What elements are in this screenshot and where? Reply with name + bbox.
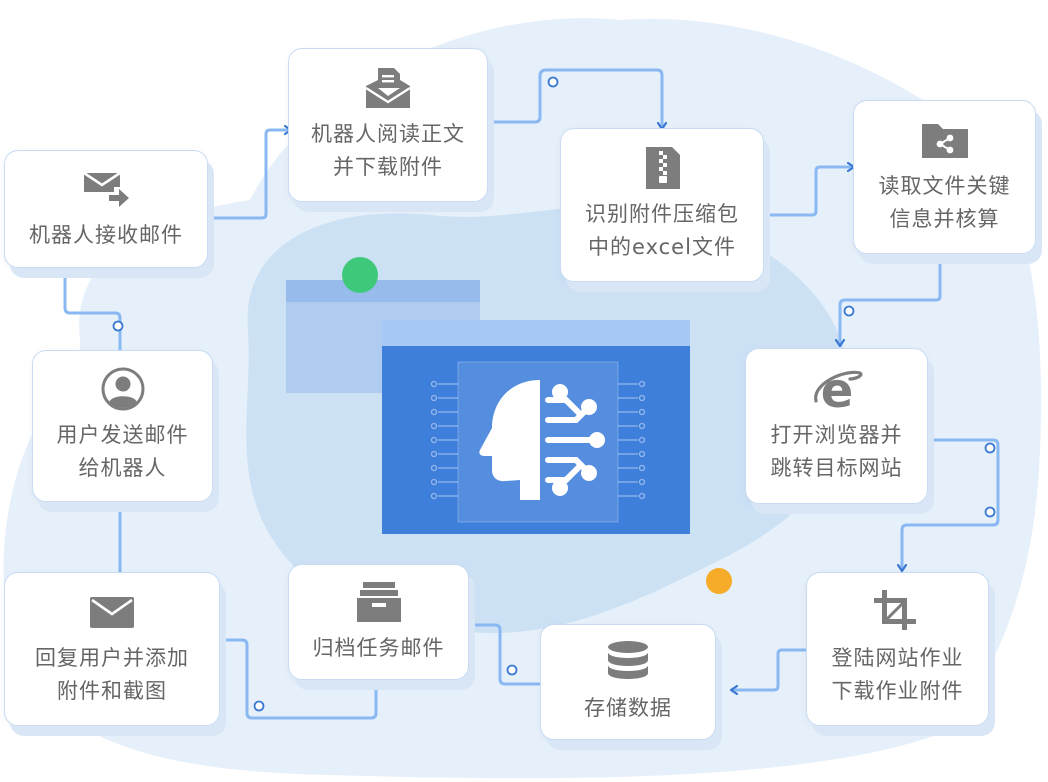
step-label: 用户发送邮件给机器人	[56, 423, 189, 480]
zip-file-icon	[635, 146, 689, 190]
step-label: 机器人接收邮件	[29, 222, 183, 247]
step-label: 存储数据	[584, 695, 672, 720]
step-label: 归档任务邮件	[312, 635, 445, 660]
step-archive: 归档任务邮件	[288, 564, 469, 680]
step-label: 回复用户并添加附件和截图	[35, 646, 189, 703]
step-reply: 回复用户并添加附件和截图	[4, 572, 220, 726]
step-user-send: 用户发送邮件给机器人	[32, 350, 213, 502]
mail-forward-icon	[79, 167, 133, 211]
step-store-data: 存储数据	[540, 624, 716, 740]
user-avatar-icon	[96, 367, 150, 411]
archive-box-icon	[352, 580, 406, 624]
step-unzip: 识别附件压缩包中的excel文件	[560, 128, 764, 282]
folder-share-icon	[918, 118, 972, 162]
step-read-body: 机器人阅读正文并下载附件	[288, 48, 488, 202]
step-label: 机器人阅读正文并下载附件	[311, 122, 465, 179]
step-label: 打开浏览器并跳转目标网站	[770, 423, 903, 480]
step-download-work: 登陆网站作业下载作业附件	[806, 572, 989, 726]
green-decorative-dot	[342, 257, 378, 293]
step-label: 登陆网站作业下载作业附件	[831, 646, 964, 703]
step-receive-mail: 机器人接收邮件	[4, 150, 208, 268]
crop-icon	[871, 590, 925, 634]
database-icon	[601, 640, 655, 684]
envelope-icon	[85, 590, 139, 634]
ie-browser-icon: e	[810, 367, 864, 411]
orange-decorative-dot	[706, 568, 732, 594]
inbox-download-icon	[361, 66, 415, 110]
step-label: 识别附件压缩包中的excel文件	[585, 202, 739, 259]
step-read-info: 读取文件关键信息并核算	[853, 100, 1036, 254]
step-open-browser: e 打开浏览器并跳转目标网站	[745, 348, 928, 504]
step-label: 读取文件关键信息并核算	[878, 174, 1011, 231]
ai-head-icon	[479, 380, 605, 500]
